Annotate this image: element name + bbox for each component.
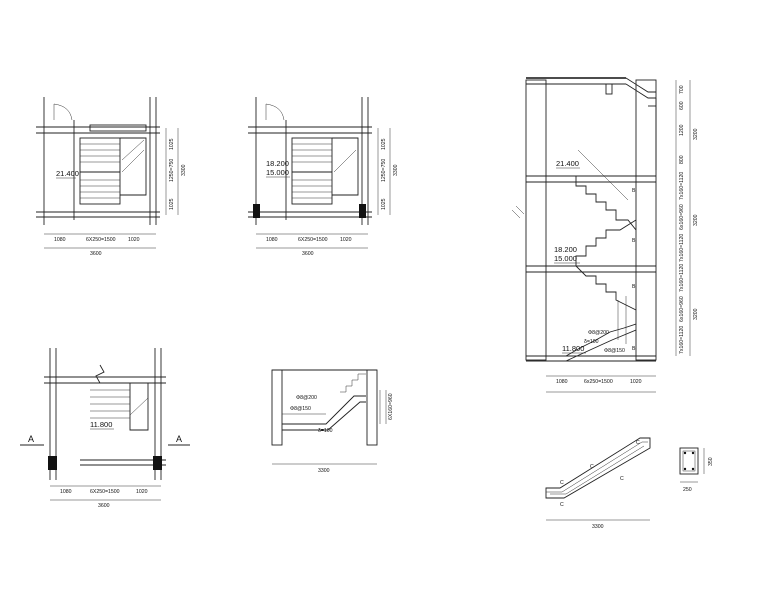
dim-total: 3600 [302, 251, 314, 257]
elevation-label: 18.200 [554, 245, 577, 254]
dim-label: 1025 [169, 198, 175, 210]
dim-total: 3200 [693, 214, 699, 226]
section-tag: C [560, 502, 564, 508]
dim-label: 7x160=1120 [679, 326, 685, 354]
section-tag: C [636, 440, 640, 446]
dim-label: 1080 [556, 379, 568, 385]
dim-total: 3200 [693, 128, 699, 140]
dim-total: 3300 [393, 164, 399, 176]
flight-tag: B [632, 284, 636, 290]
dim-label: 7x160=1120 [679, 234, 685, 262]
section-tag: C [560, 480, 564, 486]
plan-typical-floor: 18.200 15.000 1080 6X250=1500 1020 3600 … [248, 97, 399, 257]
dim-total: 3200 [693, 308, 699, 320]
dim-label: 600 [679, 101, 685, 110]
plan-top-floor: 21.400 1080 6X250=1500 1020 3600 1025 12… [36, 97, 187, 257]
dim-label: 6X250=1500 [86, 237, 116, 243]
height-label: 6X160=960 [388, 393, 394, 420]
dim-label: 1080 [266, 237, 278, 243]
dim-label: 1025 [381, 138, 387, 150]
dim-label: 1025 [169, 138, 175, 150]
flight-tag: B [632, 346, 636, 352]
dim-total: 3300 [318, 468, 330, 474]
section-aa: 21.400 18.200 15.000 11.800 Φ8@200 δ=100… [511, 77, 699, 393]
dim-total: 3600 [98, 503, 110, 509]
thickness-label: δ=100 [318, 428, 333, 434]
elevation-label: 21.400 [556, 159, 579, 168]
dim-label: 6x160=960 [679, 204, 685, 230]
dim-label: 6x250=1500 [584, 379, 613, 385]
detail-flight: C C C C C 3300 [545, 437, 651, 530]
dim-label: 1250=750 [169, 159, 175, 182]
thickness-label: δ=100 [584, 339, 599, 345]
dim-label: 6x160=960 [679, 296, 685, 322]
dim-label: 1020 [128, 237, 140, 243]
dim-label: 700 [679, 85, 685, 94]
section-tag: C [590, 464, 594, 470]
flight-tag: B [632, 238, 636, 244]
plan-ground-floor: 11.800 A A 1080 6X250=1500 1020 3600 [20, 348, 190, 509]
dim-total: 3300 [592, 524, 604, 530]
dim-label: 1020 [630, 379, 642, 385]
dim-label: 1200 [679, 124, 685, 136]
dim-label: 1080 [54, 237, 66, 243]
dim-label: 800 [679, 155, 685, 164]
elevation-label: 11.800 [562, 344, 584, 353]
dim-total: 3300 [181, 164, 187, 176]
section-mark-left: A [28, 434, 34, 444]
beam-width-label: 250 [683, 487, 692, 493]
section-mark-right: A [176, 434, 182, 444]
beam-height-label: 350 [708, 457, 714, 466]
dim-label: 7x160=1120 [679, 264, 685, 292]
detail-landing: Φ8@200 Φ8@150 δ=100 6X160=960 3300 [271, 369, 394, 474]
dim-label: 7x160=1120 [679, 172, 685, 200]
elevation-label: 15.000 [554, 254, 577, 263]
elevation-label: 15.000 [266, 168, 289, 177]
elevation-label: 21.400 [56, 169, 79, 178]
detail-beam: 350 250 [679, 447, 714, 493]
dim-label: 1080 [60, 489, 72, 495]
dim-label: 1020 [340, 237, 352, 243]
elevation-label: 18.200 [266, 159, 289, 168]
dim-label: 6X250=1500 [90, 489, 120, 495]
dim-label: 1020 [136, 489, 148, 495]
rebar-label: Φ8@200 [588, 330, 609, 336]
rebar-label: Φ8@150 [290, 406, 311, 412]
dim-label: 1025 [381, 198, 387, 210]
rebar-label: Φ8@150 [604, 348, 625, 354]
dim-label: 1250=750 [381, 159, 387, 182]
rebar-label: Φ8@200 [296, 395, 317, 401]
section-tag: C [620, 476, 624, 482]
elevation-label: 11.800 [90, 420, 112, 429]
dim-label: 6X250=1500 [298, 237, 328, 243]
flight-tag: B [632, 188, 636, 194]
dim-total: 3600 [90, 251, 102, 257]
